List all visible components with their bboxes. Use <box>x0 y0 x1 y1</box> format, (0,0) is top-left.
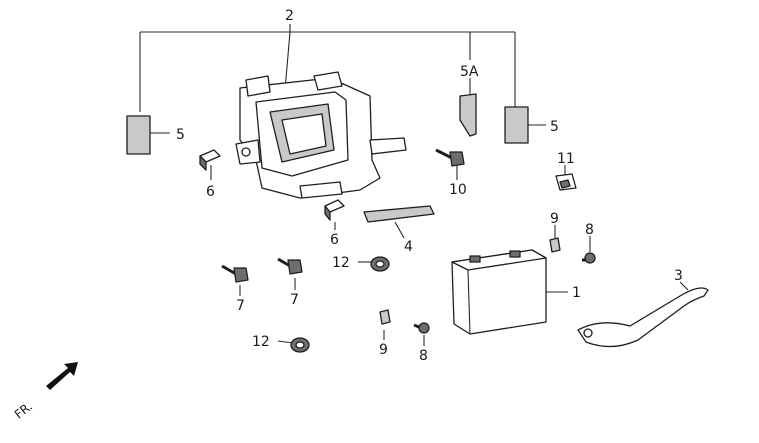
label-9-upper: 9 <box>550 211 559 227</box>
label-8-upper: 8 <box>585 222 594 238</box>
battery-tray-part <box>235 71 407 199</box>
label-6-lower: 6 <box>330 232 339 248</box>
label-fr: FR. <box>12 399 35 422</box>
label-7-right: 7 <box>290 292 299 308</box>
label-5a: 5A <box>460 64 479 80</box>
front-direction-arrow <box>46 362 78 390</box>
label-9-lower: 9 <box>379 342 388 358</box>
bolt-7-right <box>277 257 303 275</box>
leader-lines <box>139 24 689 346</box>
clip-11 <box>555 173 577 191</box>
strap-3 <box>577 287 709 348</box>
label-12-lower: 12 <box>252 334 270 350</box>
screw-8-upper <box>582 252 596 264</box>
label-2: 2 <box>285 8 294 24</box>
battery-1 <box>451 249 547 335</box>
label-12-upper: 12 <box>332 255 350 271</box>
label-10: 10 <box>449 182 467 198</box>
label-7-left: 7 <box>236 298 245 314</box>
nut-9-lower <box>379 309 391 325</box>
pad-5-right <box>504 106 529 144</box>
label-1: 1 <box>572 285 581 301</box>
bolt-10 <box>435 148 465 167</box>
pad-5-left <box>126 115 151 155</box>
label-5-left: 5 <box>176 127 185 143</box>
label-5-right: 5 <box>550 119 559 135</box>
label-3: 3 <box>674 268 683 284</box>
label-8-lower: 8 <box>419 348 428 364</box>
label-4: 4 <box>404 239 413 255</box>
clip-6-lower <box>324 199 345 221</box>
label-6-upper: 6 <box>206 184 215 200</box>
clip-6-upper <box>199 149 221 171</box>
grommet-12-upper <box>370 256 390 272</box>
foam-strip-4 <box>363 205 435 223</box>
grommet-12-lower <box>290 337 310 353</box>
bolt-7-left <box>221 264 249 283</box>
label-11: 11 <box>557 151 575 167</box>
nut-9-upper <box>549 237 561 253</box>
pad-5a <box>459 93 477 137</box>
screw-8-lower <box>413 322 430 334</box>
